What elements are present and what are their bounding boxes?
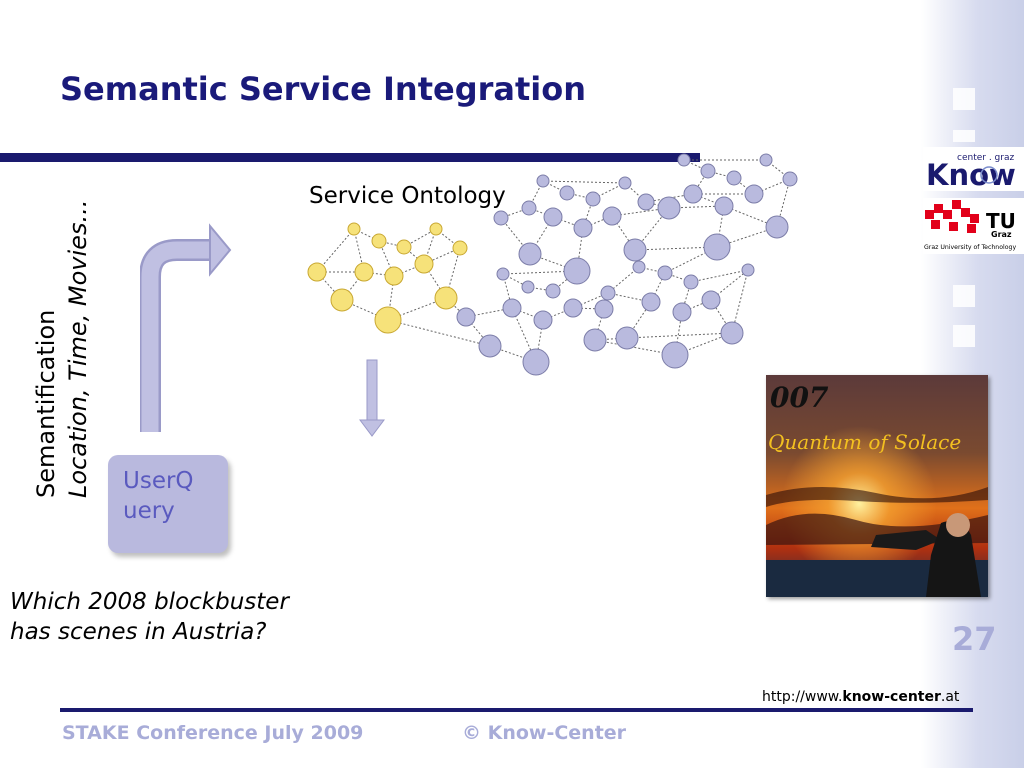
ontology-node: [563, 298, 583, 318]
ontology-node: [414, 254, 434, 274]
ontology-node: [782, 171, 798, 187]
service-ontology-network: [307, 153, 798, 376]
ontology-node: [563, 257, 591, 285]
page-number: 27: [952, 620, 997, 658]
ontology-node: [585, 191, 601, 207]
tu-sub: Graz: [991, 230, 1012, 239]
ontology-node: [374, 306, 402, 334]
footer-copyright: © Know-Center: [462, 722, 627, 744]
know-center-logo: center . graz Know: [923, 147, 1024, 192]
user-query-box: UserQ uery: [108, 455, 228, 553]
tu-caption: Graz University of Technology: [924, 244, 1016, 251]
question-text: Which 2008 blockbuster has scenes in Aus…: [10, 589, 289, 645]
slide-title: Semantic Service Integration: [60, 70, 587, 108]
ontology-node: [618, 176, 632, 190]
ontology-node: [371, 233, 387, 249]
semantification-subtitle: Location, Time, Movies...: [64, 199, 92, 498]
ontology-node: [683, 184, 703, 204]
ontology-node: [429, 222, 443, 236]
ontology-node: [384, 266, 404, 286]
know-center-logo-graphic: center . graz Know: [926, 153, 1016, 192]
ontology-node: [493, 210, 509, 226]
down-arrow-icon: [359, 359, 385, 437]
ontology-node: [726, 170, 742, 186]
logo-big-text: Know: [926, 158, 1016, 191]
ontology-node: [637, 193, 655, 211]
ontology-node: [396, 239, 412, 255]
ontology-node: [502, 298, 522, 318]
ontology-node: [661, 341, 689, 369]
ontology-node: [533, 310, 553, 330]
tu-graz-logo-graphic: TU Graz Graz University of Technology: [924, 200, 1016, 251]
ontology-node: [518, 242, 542, 266]
ontology-node: [701, 290, 721, 310]
up-arrow-icon: [140, 223, 232, 432]
ontology-node: [602, 206, 622, 226]
poster-title-text: Quantum of Solace: [768, 430, 961, 454]
ontology-node: [478, 334, 502, 358]
ontology-node: [522, 348, 550, 376]
ontology-node: [600, 285, 616, 301]
globe-icon: [980, 166, 998, 184]
ontology-node: [657, 196, 681, 220]
ontology-node: [559, 185, 575, 201]
title-underline-bar: [0, 153, 700, 162]
semantification-label: Semantification Location, Time, Movies..…: [30, 200, 94, 498]
ontology-node: [759, 153, 773, 167]
ontology-node: [521, 280, 535, 294]
ontology-node: [683, 274, 699, 290]
ontology-node: [700, 163, 716, 179]
ontology-node: [521, 200, 537, 216]
ontology-node: [765, 215, 789, 239]
ontology-node: [677, 153, 691, 167]
ontology-node: [632, 260, 646, 274]
ontology-node: [354, 262, 374, 282]
poster-007-text: 007: [770, 381, 829, 414]
ontology-node: [657, 265, 673, 281]
ontology-node: [744, 184, 764, 204]
footer-conference: STAKE Conference July 2009: [62, 722, 364, 744]
ontology-node: [583, 328, 607, 352]
ontology-node: [741, 263, 755, 277]
semantification-title: Semantification: [32, 309, 60, 498]
ontology-node: [330, 288, 354, 312]
ontology-node: [615, 326, 639, 350]
ontology-node: [573, 218, 593, 238]
ontology-node: [434, 286, 458, 310]
ontology-node: [456, 307, 476, 327]
ontology-node: [545, 283, 561, 299]
footer-url[interactable]: http://www.know-center.at: [762, 689, 960, 705]
movie-poster-image: 007 Quantum of Solace: [766, 375, 988, 597]
logo-small-text: center . graz: [957, 153, 1014, 163]
service-ontology-label: Service Ontology: [309, 183, 506, 209]
ontology-node: [594, 299, 614, 319]
ontology-node: [672, 302, 692, 322]
ontology-node: [347, 222, 361, 236]
ontology-node: [496, 267, 510, 281]
user-query-label: UserQ uery: [123, 468, 194, 524]
ontology-node: [714, 196, 734, 216]
ontology-node: [641, 292, 661, 312]
ontology-node: [623, 238, 647, 262]
ontology-node: [307, 262, 327, 282]
footer-divider: [60, 708, 973, 712]
ontology-node: [536, 174, 550, 188]
tu-mark: TU: [986, 209, 1016, 233]
ontology-node: [543, 207, 563, 227]
ontology-node: [452, 240, 468, 256]
ontology-node: [720, 321, 744, 345]
tu-graz-logo: TU Graz Graz University of Technology: [923, 198, 1024, 254]
ontology-node: [703, 233, 731, 261]
